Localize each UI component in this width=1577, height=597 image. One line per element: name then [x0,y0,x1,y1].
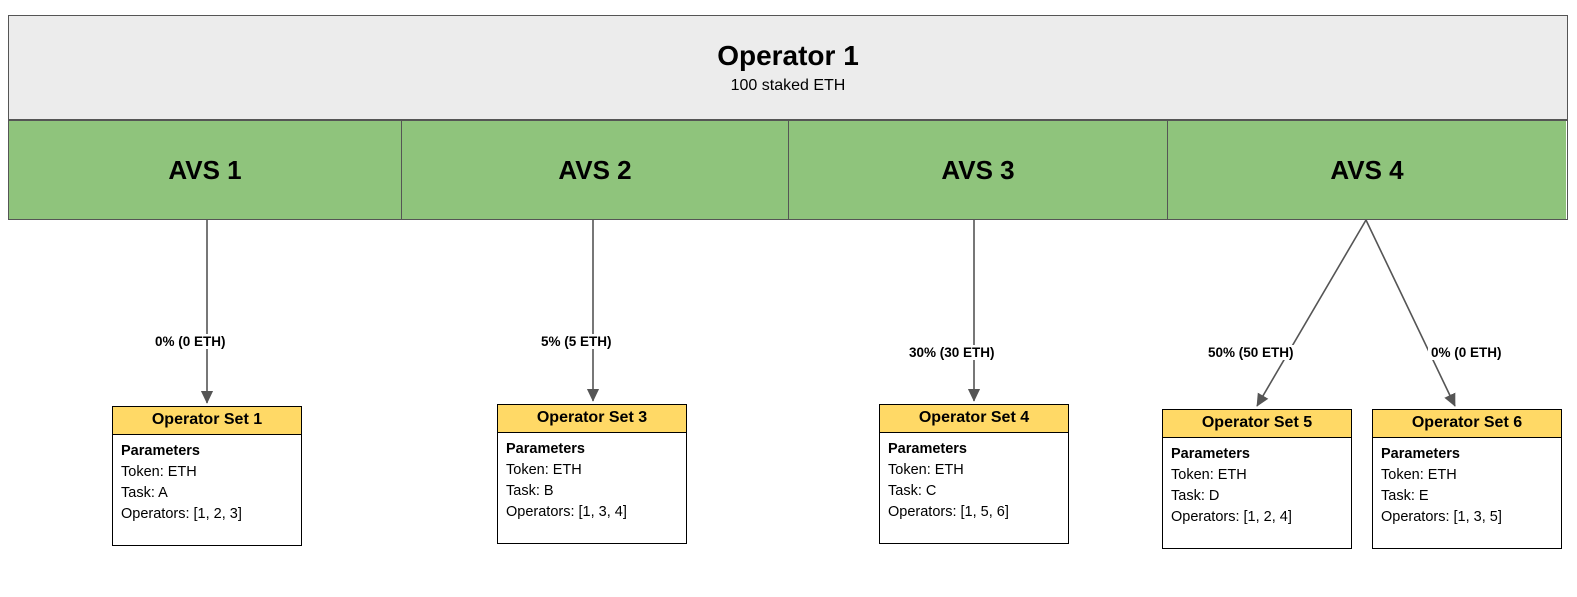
avs-cell-4[interactable]: AVS 4 [1168,121,1566,219]
edge-line-avs4-opset6 [1365,219,1456,407]
parameter-token-4: Token: ETH [888,462,964,479]
parameters-heading-1: Parameters [121,443,200,459]
parameter-token-1: Token: ETH [121,464,197,481]
avs-label-1: AVS 1 [168,154,242,185]
parameter-task-6: Task: E [1381,488,1429,505]
operator-set-title-6: Operator Set 6 [1373,410,1561,438]
avs-label-4: AVS 4 [1330,154,1404,185]
avs-cell-1[interactable]: AVS 1 [9,121,402,219]
operator-set-title-5: Operator Set 5 [1163,410,1351,438]
parameter-operators-3: Operators: [1, 3, 4] [506,504,627,521]
edge-label-avs3-opset4: 30% (30 ETH) [906,345,998,360]
operator-title: Operator 1 [717,40,859,72]
parameters-heading-6: Parameters [1381,446,1460,462]
edge-label-avs4-opset6: 0% (0 ETH) [1428,345,1505,360]
parameter-operators-1: Operators: [1, 2, 3] [121,506,242,523]
parameter-token-6: Token: ETH [1381,467,1457,484]
avs-label-3: AVS 3 [941,154,1015,185]
operator-stake-subtitle: 100 staked ETH [730,76,846,94]
operator-set-card-3[interactable]: Operator Set 3 Parameters Token: ETH Tas… [497,404,687,544]
operator-set-body-4: Parameters Token: ETH Task: C Operators:… [880,433,1068,530]
operator-set-body-5: Parameters Token: ETH Task: D Operators:… [1163,438,1351,535]
parameter-token-5: Token: ETH [1171,467,1247,484]
avs-cell-2[interactable]: AVS 2 [402,121,789,219]
parameters-heading-4: Parameters [888,441,967,457]
parameter-task-5: Task: D [1171,488,1220,505]
parameter-operators-6: Operators: [1, 3, 5] [1381,509,1502,526]
operator-set-title-1: Operator Set 1 [113,407,301,435]
operator-set-card-6[interactable]: Operator Set 6 Parameters Token: ETH Tas… [1372,409,1562,549]
parameter-token-3: Token: ETH [506,462,582,479]
operator-set-card-5[interactable]: Operator Set 5 Parameters Token: ETH Tas… [1162,409,1352,549]
parameter-operators-5: Operators: [1, 2, 4] [1171,509,1292,526]
operator-set-body-6: Parameters Token: ETH Task: E Operators:… [1373,438,1561,535]
operator-set-body-1: Parameters Token: ETH Task: A Operators:… [113,435,301,532]
edge-label-avs4-opset5: 50% (50 ETH) [1205,345,1297,360]
avs-row: AVS 1 AVS 2 AVS 3 AVS 4 [8,120,1568,220]
edge-label-avs2-opset3: 5% (5 ETH) [538,334,615,349]
operator-set-body-3: Parameters Token: ETH Task: B Operators:… [498,433,686,530]
operator-header-box: Operator 1 100 staked ETH [8,15,1568,120]
operator-set-title-4: Operator Set 4 [880,405,1068,433]
avs-cell-3[interactable]: AVS 3 [789,121,1168,219]
operator-set-card-1[interactable]: Operator Set 1 Parameters Token: ETH Tas… [112,406,302,546]
operator-set-title-3: Operator Set 3 [498,405,686,433]
parameters-heading-3: Parameters [506,441,585,457]
parameter-task-4: Task: C [888,483,937,500]
parameter-task-3: Task: B [506,483,554,500]
edge-label-avs1-opset1: 0% (0 ETH) [152,334,229,349]
parameters-heading-5: Parameters [1171,446,1250,462]
avs-label-2: AVS 2 [558,154,632,185]
parameter-task-1: Task: A [121,485,168,502]
parameter-operators-4: Operators: [1, 5, 6] [888,504,1009,521]
operator-set-card-4[interactable]: Operator Set 4 Parameters Token: ETH Tas… [879,404,1069,544]
edge-line-avs4-opset5 [1256,219,1367,407]
